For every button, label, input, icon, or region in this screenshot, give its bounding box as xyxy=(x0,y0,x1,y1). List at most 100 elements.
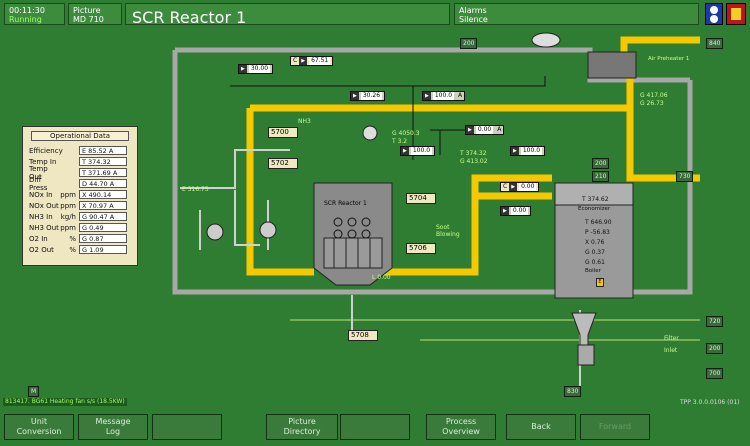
bottom-button-6[interactable]: Process Overview xyxy=(426,414,496,440)
silence-label: Silence xyxy=(459,15,488,24)
controller-9[interactable]: ▶0.00 xyxy=(500,206,532,216)
ops-value[interactable]: E 85.52 A xyxy=(79,146,127,155)
boiler-e-indicator[interactable]: E xyxy=(596,278,604,287)
eco-value: T 646.90 xyxy=(585,219,612,226)
ops-key: Temp In xyxy=(29,157,57,166)
economizer-values: T 646.90 P -56.83 X 0.76 G 0.37 G 0.61 xyxy=(585,218,612,268)
tag-830[interactable]: 830 xyxy=(564,386,582,397)
soot-blowing-label: Soot Blowing xyxy=(436,224,460,238)
ops-row: O2 In%G 0.87 xyxy=(23,233,137,244)
clock-status: 00:11:30 Running xyxy=(4,3,65,25)
logo-icon-blue xyxy=(705,3,723,25)
tag-720[interactable]: 720 xyxy=(706,316,724,327)
ops-key: Efficiency xyxy=(29,146,63,155)
controller-1[interactable]: ▶30.00 xyxy=(238,64,274,74)
ops-key: Temp Out xyxy=(29,164,48,181)
ops-unit: kg/h xyxy=(60,212,76,221)
boiler-label: Boiler xyxy=(585,268,601,274)
nh3-label: NH3 xyxy=(298,118,311,125)
ops-value[interactable]: G 90.47 A xyxy=(79,212,127,221)
tag-200[interactable]: 200 xyxy=(460,38,478,49)
picture-label: Picture xyxy=(73,6,101,15)
air-g2: G 26.73 xyxy=(640,100,664,107)
setpoint-5704[interactable]: 5704 xyxy=(406,193,436,204)
ops-value[interactable]: G 0.87 xyxy=(79,234,127,243)
setpoint-5700[interactable]: 5700 xyxy=(268,127,298,138)
clock-time: 00:11:30 xyxy=(9,6,45,15)
ops-row: Temp Out T 371.69 A xyxy=(23,164,137,181)
eco-value: G 0.61 xyxy=(585,259,605,266)
ops-value[interactable]: X 70.97 A xyxy=(79,201,127,210)
ops-unit: ppm xyxy=(60,201,76,210)
tag-200c[interactable]: 200 xyxy=(706,343,724,354)
tag-840[interactable]: 840 xyxy=(706,38,724,49)
bottom-button-8[interactable]: Forward xyxy=(580,414,650,440)
air-g1: G 417.06 xyxy=(640,92,668,99)
g4050: G 4050.3 xyxy=(392,130,420,137)
bottom-button-4[interactable]: Picture Directory xyxy=(266,414,338,440)
inlet-label: Inlet xyxy=(664,347,678,354)
operational-data-title: Operational Data xyxy=(31,131,129,141)
g413: G 413.02 xyxy=(460,158,488,165)
ops-key: NOx Out xyxy=(29,201,59,210)
bottom-button-5[interactable] xyxy=(340,414,410,440)
ops-key: Diff Press xyxy=(29,175,48,192)
controller-7[interactable]: ▶100.0 xyxy=(510,146,546,156)
ops-key: NOx In xyxy=(29,190,53,199)
version-label: TPP 3.0.0.0106 (01) xyxy=(680,399,740,406)
tag-730[interactable]: 730 xyxy=(676,171,694,182)
ops-value[interactable]: X 490.14 xyxy=(79,190,127,199)
eco-temp: T 374.62 xyxy=(582,196,609,203)
tag-200b[interactable]: 200 xyxy=(592,158,610,169)
l000: L 0.00 xyxy=(372,274,391,281)
setpoint-5706[interactable]: 5706 xyxy=(406,243,436,254)
ops-value[interactable]: T 371.69 A xyxy=(79,168,127,177)
tag-210[interactable]: 210 xyxy=(592,171,610,182)
ops-key: O2 In xyxy=(29,234,48,243)
tag-700[interactable]: 700 xyxy=(706,368,724,379)
bottom-button-2[interactable]: Message Log xyxy=(78,414,148,440)
air-preheater-label: Air Preheater 1 xyxy=(648,56,690,62)
setpoint-5702[interactable]: 5702 xyxy=(268,158,298,169)
eco-value: X 0.76 xyxy=(585,239,605,246)
picture-id-box[interactable]: Picture MD 710 xyxy=(68,3,122,25)
alarm-box[interactable]: Alarms Silence xyxy=(454,3,699,25)
ops-value[interactable]: G 0.49 xyxy=(79,223,127,232)
ops-value[interactable]: G 1.09 xyxy=(79,245,127,254)
logo-icon-red xyxy=(726,3,746,25)
status-line: 813417. BG61 Heating fan s/s (18.5KW) xyxy=(3,398,127,406)
ops-value[interactable]: T 374.32 xyxy=(79,157,127,166)
ops-key: NH3 In xyxy=(29,212,53,221)
setpoint-5708[interactable]: 5708 xyxy=(348,330,378,341)
eco-value: G 0.37 xyxy=(585,249,605,256)
bottom-button-3[interactable] xyxy=(152,414,222,440)
bottom-button-1[interactable]: Unit Conversion xyxy=(4,414,74,440)
ops-value[interactable]: D 44.70 A xyxy=(79,179,127,188)
ops-row: O2 Out%G 1.09 xyxy=(23,244,137,255)
ops-unit: % xyxy=(69,234,76,243)
controller-6[interactable]: ▶100.0 xyxy=(400,146,436,156)
controller-8[interactable]: C▶0.00 xyxy=(500,182,540,192)
e316: E 316.75 xyxy=(182,186,209,193)
controller-2[interactable]: C▶67.51 xyxy=(290,56,334,66)
page-title: SCR Reactor 1 xyxy=(125,3,450,27)
ops-row: Diff Press D 44.70 A xyxy=(23,175,137,192)
tag-m[interactable]: M xyxy=(28,386,40,397)
alarms-label: Alarms xyxy=(459,6,487,15)
eco-value: P -56.83 xyxy=(585,229,610,236)
ops-unit: % xyxy=(69,245,76,254)
economizer-label: Economizer xyxy=(578,206,611,212)
bottom-button-7[interactable]: Back xyxy=(506,414,576,440)
picture-id: MD 710 xyxy=(73,15,104,24)
controller-3[interactable]: ▶30.26 xyxy=(350,91,386,101)
run-status: Running xyxy=(9,15,42,24)
ops-row: Temp In T 374.32 xyxy=(23,156,137,167)
ops-key: NH3 Out xyxy=(29,223,59,232)
ops-unit: ppm xyxy=(60,223,76,232)
